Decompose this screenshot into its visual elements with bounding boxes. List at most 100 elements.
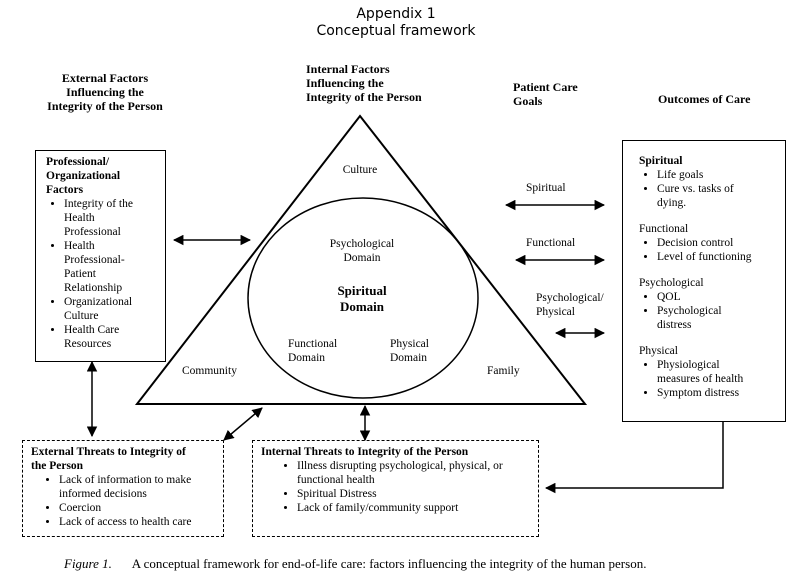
spiritual-domain-label: Spiritual Domain <box>312 283 412 315</box>
item-line: Cure vs. tasks of <box>657 183 734 195</box>
external-threats-box: External Threats to Integrity of the Per… <box>22 440 224 537</box>
outcome-section-title: Psychological <box>639 277 704 289</box>
list-item: Level of functioning <box>657 250 781 264</box>
header-appendix: Appendix 1 <box>356 6 436 22</box>
item-line: Relationship <box>64 282 123 294</box>
outcome-list: Life goals Cure vs. tasks of dying. <box>639 168 781 210</box>
list-item: Integrity of the Health Professional <box>64 197 161 239</box>
item-line: measures of health <box>657 373 744 385</box>
psychological-domain-label: Psychological Domain <box>312 237 412 265</box>
label-line: Psychological/ <box>536 292 604 304</box>
heading-outcomes: Outcomes of Care <box>658 92 751 106</box>
list-item: Symptom distress <box>657 386 781 400</box>
outcomes-box: Spiritual Life goals Cure vs. tasks of d… <box>622 140 786 422</box>
item-line: functional health <box>297 474 375 486</box>
heading-line: Influencing the <box>66 85 144 99</box>
label-line: Psychological <box>329 238 395 250</box>
title-line: the Person <box>31 460 84 472</box>
list-item: Cure vs. tasks of dying. <box>657 182 781 210</box>
list-item: Lack of family/community support <box>297 501 534 515</box>
goal-functional-label: Functional <box>526 237 576 249</box>
item-line: dying. <box>657 197 687 209</box>
label-line: Physical <box>390 338 429 350</box>
outcome-list: QOL Psychological distress <box>639 290 781 332</box>
title-line: External Threats to Integrity of <box>31 446 186 458</box>
list-item: Decision control <box>657 236 781 250</box>
item-line: Symptom distress <box>657 387 740 399</box>
label-line: Domain <box>339 299 385 314</box>
functional-domain-label: Functional Domain <box>288 337 358 365</box>
arrow-outcomes-internal-threats <box>544 422 724 494</box>
item-line: Life goals <box>657 169 704 181</box>
internal-threats-box: Internal Threats to Integrity of the Per… <box>252 440 539 537</box>
item-line: Coercion <box>59 502 102 514</box>
list-item: Spiritual Distress <box>297 487 534 501</box>
label-line: Spiritual <box>337 283 387 298</box>
item-line: Psychological <box>657 305 722 317</box>
physical-domain-label: Physical Domain <box>390 337 460 365</box>
list-item: Health Professional- Patient Relationshi… <box>64 239 161 295</box>
figure-caption: Figure 1. A conceptual framework for end… <box>64 556 784 572</box>
item-line: Spiritual Distress <box>297 488 377 500</box>
item-line: Decision control <box>657 237 734 249</box>
item-line: Organizational <box>64 296 133 308</box>
list-item: QOL <box>657 290 781 304</box>
outcome-section-physical: Physical Physiological measures of healt… <box>639 344 781 400</box>
heading-line: Influencing the <box>306 76 384 90</box>
outcome-section-title: Physical <box>639 345 678 357</box>
item-line: Health <box>64 212 95 224</box>
list-item: Illness disrupting psychological, physic… <box>297 459 534 487</box>
heading-patient-goals: Patient Care Goals <box>513 80 603 108</box>
list-item: Lack of information to make informed dec… <box>59 473 219 501</box>
page-header: Appendix 1 Conceptual framework <box>296 6 496 40</box>
heading-line: External Factors <box>61 71 149 85</box>
spiritual-circle <box>247 197 479 399</box>
item-line: Professional- <box>64 254 125 266</box>
outcome-section-spiritual: Spiritual Life goals Cure vs. tasks of d… <box>639 154 781 210</box>
list-item: Lack of access to health care <box>59 515 219 529</box>
list-item: Psychological distress <box>657 304 781 332</box>
outcome-list: Decision control Level of functioning <box>639 236 781 264</box>
item-line: Physiological <box>657 359 720 371</box>
triangle-community-label: Community <box>182 365 237 377</box>
item-line: Professional <box>64 226 121 238</box>
caption-text: A conceptual framework for end-of-life c… <box>131 556 647 571</box>
header-title: Conceptual framework <box>316 23 476 39</box>
item-line: Integrity of the <box>64 198 133 210</box>
item-line: Health Care <box>64 324 120 336</box>
internal-threats-title: Internal Threats to Integrity of the Per… <box>261 446 469 458</box>
outcome-section-psychological: Psychological QOL Psychological distress <box>639 276 781 332</box>
list-item: Coercion <box>59 501 219 515</box>
item-line: Patient <box>64 268 96 280</box>
item-line: Level of functioning <box>657 251 752 263</box>
title-line: Factors <box>46 184 84 196</box>
internal-threats-list: Illness disrupting psychological, physic… <box>261 459 534 515</box>
heading-external-factors: External Factors Influencing the Integri… <box>40 71 170 113</box>
triangle-culture-label: Culture <box>342 164 378 176</box>
list-item: Organizational Culture <box>64 295 161 323</box>
professional-factors-box: Professional/ Organizational Factors Int… <box>35 150 166 362</box>
label-line: Domain <box>390 352 428 364</box>
item-line: Illness disrupting psychological, physic… <box>297 460 503 472</box>
arrow-triangle-external-threats <box>223 407 263 441</box>
item-line: Lack of information to make <box>59 474 192 486</box>
heading-line: Integrity of the Person <box>306 90 422 104</box>
outcome-section-title: Spiritual <box>639 155 683 167</box>
heading-line: Internal Factors <box>306 62 390 76</box>
external-threats-list: Lack of information to make informed dec… <box>31 473 219 529</box>
professional-factors-list: Integrity of the Health Professional Hea… <box>46 197 161 351</box>
heading-line: Patient Care <box>513 80 578 94</box>
label-line: Domain <box>343 252 381 264</box>
triangle-shape <box>134 114 588 405</box>
label-line: Functional <box>288 338 338 350</box>
title-line: Professional/ <box>46 156 110 168</box>
item-line: QOL <box>657 291 681 303</box>
item-line: Lack of family/community support <box>297 502 459 514</box>
label-line: Domain <box>288 352 326 364</box>
outcome-section-functional: Functional Decision control Level of fun… <box>639 222 781 264</box>
item-line: Health <box>64 240 95 252</box>
item-line: informed decisions <box>59 488 147 500</box>
label-line: Physical <box>536 306 575 318</box>
item-line: Resources <box>64 338 112 350</box>
